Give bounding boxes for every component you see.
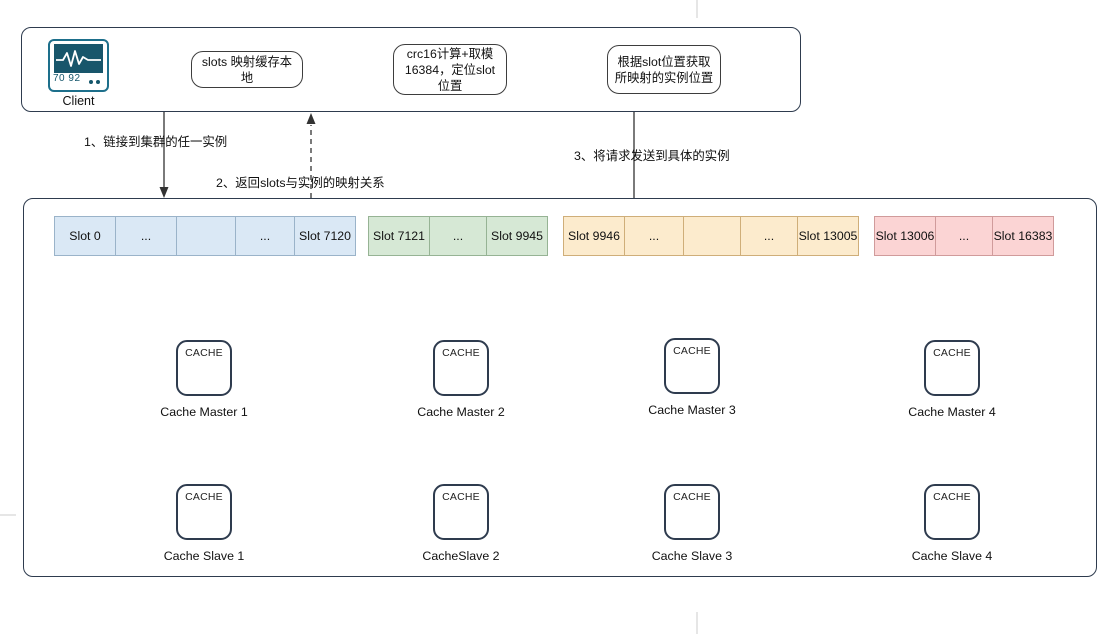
flow-step-1-label: 1、链接到集群的任一实例 [84, 135, 228, 149]
cache-master-node-4[interactable]: CACHE [924, 340, 980, 396]
cache-node-caption: CACHE [673, 345, 711, 357]
ecg-waveform-icon [56, 50, 101, 67]
slot-cell: Slot 16383 [992, 216, 1054, 256]
cache-slave-node-4[interactable]: CACHE [924, 484, 980, 540]
cache-node-caption: CACHE [185, 347, 223, 359]
cache-slave-label-1: Cache Slave 1 [163, 549, 245, 563]
cache-master-node-1[interactable]: CACHE [176, 340, 232, 396]
slot-cell: Slot 0 [54, 216, 116, 256]
slot-cell: ... [624, 216, 684, 256]
cache-node-caption: CACHE [933, 347, 971, 359]
note-slots-cache-local: slots 映射缓存本地 [191, 51, 303, 88]
slot-cell: ... [740, 216, 798, 256]
slot-cell: Slot 7120 [294, 216, 356, 256]
slot-range-2: Slot 7121...Slot 9945 [368, 216, 550, 256]
slot-cell [683, 216, 741, 256]
slot-cell [176, 216, 236, 256]
cache-node-caption: CACHE [442, 347, 480, 359]
slot-range-3: Slot 9946......Slot 13005 [563, 216, 863, 256]
slot-cell: Slot 9945 [486, 216, 548, 256]
cache-master-label-3: Cache Master 3 [648, 403, 736, 417]
cache-master-label-1: Cache Master 1 [160, 405, 248, 419]
slot-cell: Slot 13006 [874, 216, 936, 256]
flow-step-3-label: 3、将请求发送到具体的实例 [574, 149, 730, 163]
cache-node-caption: CACHE [442, 491, 480, 503]
cache-slave-node-3[interactable]: CACHE [664, 484, 720, 540]
cache-slave-label-4: Cache Slave 4 [911, 549, 993, 563]
monitor-screen [54, 44, 103, 73]
cache-master-node-2[interactable]: CACHE [433, 340, 489, 396]
cache-master-label-2: Cache Master 2 [417, 405, 505, 419]
client-label: Client [62, 94, 95, 108]
slot-cell: ... [935, 216, 993, 256]
cache-node-caption: CACHE [933, 491, 971, 503]
note-crc16-calc: crc16计算+取模16384，定位slot位置 [393, 44, 507, 95]
slot-cell: Slot 9946 [563, 216, 625, 256]
cache-node-caption: CACHE [673, 491, 711, 503]
monitor-indicator-dot [89, 80, 93, 84]
slot-cell: ... [235, 216, 295, 256]
cache-master-node-3[interactable]: CACHE [664, 338, 720, 394]
cache-slave-label-3: Cache Slave 3 [651, 549, 733, 563]
cache-slave-node-2[interactable]: CACHE [433, 484, 489, 540]
note-lookup-instance: 根据slot位置获取所映射的实例位置 [607, 45, 721, 94]
monitor-indicator-dot [96, 80, 100, 84]
slot-cell: Slot 7121 [368, 216, 430, 256]
flow-step-2-label: 2、返回slots与实例的映射关系 [216, 176, 385, 190]
cache-master-label-4: Cache Master 4 [908, 405, 996, 419]
cache-node-caption: CACHE [185, 491, 223, 503]
slot-cell: ... [115, 216, 177, 256]
monitor-readout: 70 92 [53, 73, 81, 84]
slot-cell: ... [429, 216, 487, 256]
slot-range-4: Slot 13006...Slot 16383 [874, 216, 1056, 256]
cache-slave-node-1[interactable]: CACHE [176, 484, 232, 540]
slot-range-1: Slot 0......Slot 7120 [54, 216, 360, 256]
cache-slave-label-2: CacheSlave 2 [422, 549, 500, 563]
monitor-icon: 70 92 [48, 39, 109, 92]
slot-cell: Slot 13005 [797, 216, 859, 256]
